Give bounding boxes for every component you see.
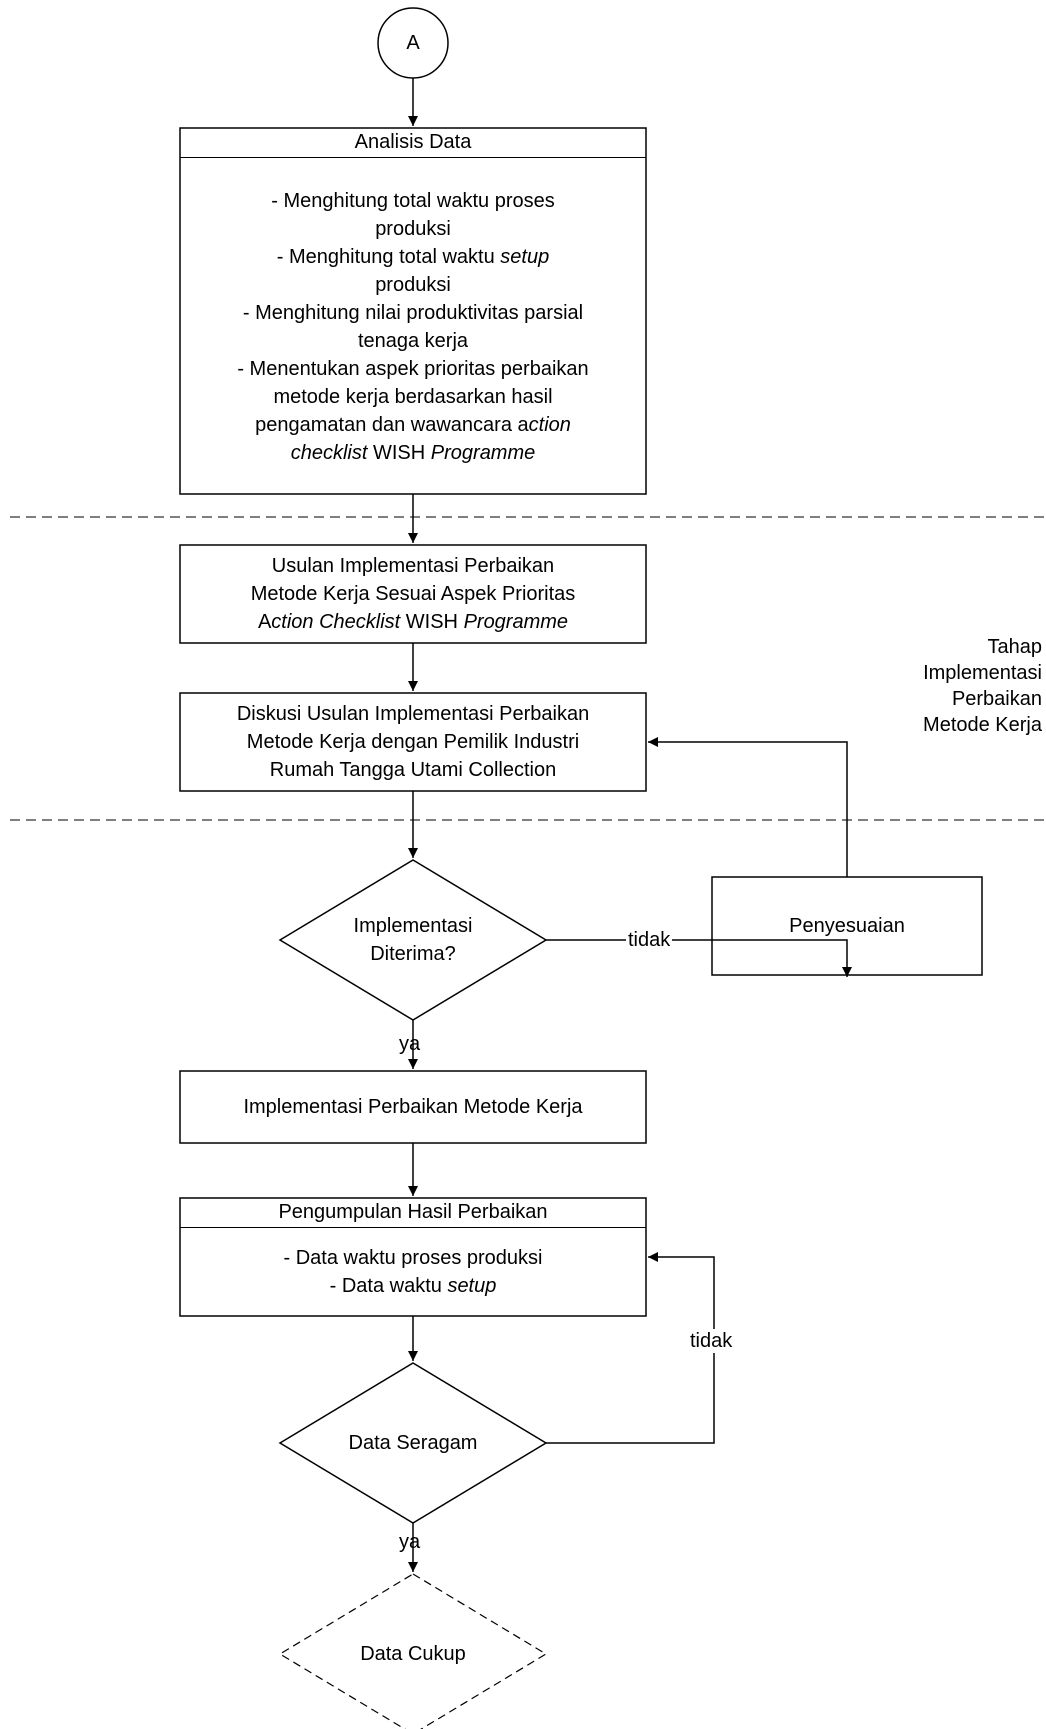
analisis-item-3: - Menghitung nilai produktivitas parsial… [242,302,584,352]
analisis-title-text: Analisis Data [354,131,472,153]
label-ya-seragam-text: ya [399,1531,421,1553]
edge-penyesuaian-to-diskusi [648,737,848,877]
diskusi-box [179,692,647,792]
label-tidak-seragam: tidak [688,1329,735,1353]
implementasi-box-text: Implementasi Perbaikan Metode Kerja [180,1071,646,1143]
stage-implementasi-line-1: Tahap [987,636,1043,658]
pengumpulan-title: Pengumpulan Hasil Perbaikan [180,1198,646,1228]
implementasi-box [179,1070,647,1144]
label-ya-implementasi-text: ya [399,1033,421,1055]
pengumpulan-title-text: Pengumpulan Hasil Perbaikan [278,1201,548,1223]
analisis-title: Analisis Data [180,128,646,158]
decision-cukup-shape [278,1573,548,1729]
penyesuaian-label: Penyesuaian [789,915,905,937]
pengumpulan-item-1: - Data waktu proses produksi [283,1247,543,1269]
pengumpulan-box [179,1197,647,1317]
label-tidak-implementasi: tidak [626,928,673,952]
connector-a: A [378,8,448,78]
stage-implementasi: Tahap Implementasi Perbaikan Metode Kerj… [880,634,1042,738]
decision-seragam: Data Seragam [313,1425,513,1461]
pengumpulan-item-2: - Data waktu setup [329,1275,497,1297]
stage-implementasi-line-3: Perbaikan [951,688,1042,710]
label-ya-implementasi: ya [399,1032,420,1056]
label-ya-seragam: ya [399,1530,420,1554]
stage-implementasi-line-4: Metode Kerja [923,714,1042,736]
stage-implementasi-line-2: Implementasi [923,662,1042,684]
decision-seragam-label: Data Seragam [348,1432,478,1454]
penyesuaian-box-text: Penyesuaian [712,877,982,975]
analisis-box [179,127,647,495]
label-tidak-implementasi-text: tidak [628,929,671,951]
implementasi-label: Implementasi Perbaikan Metode Kerja [243,1096,583,1118]
pengumpulan-items: - Data waktu proses produksi - Data wakt… [190,1232,636,1312]
usulan-box [179,544,647,644]
connector-a-label: A [406,32,420,54]
decision-cukup: Data Cukup [313,1636,513,1672]
decision-cukup-label: Data Cukup [360,1643,466,1665]
label-tidak-seragam-text: tidak [690,1330,733,1352]
